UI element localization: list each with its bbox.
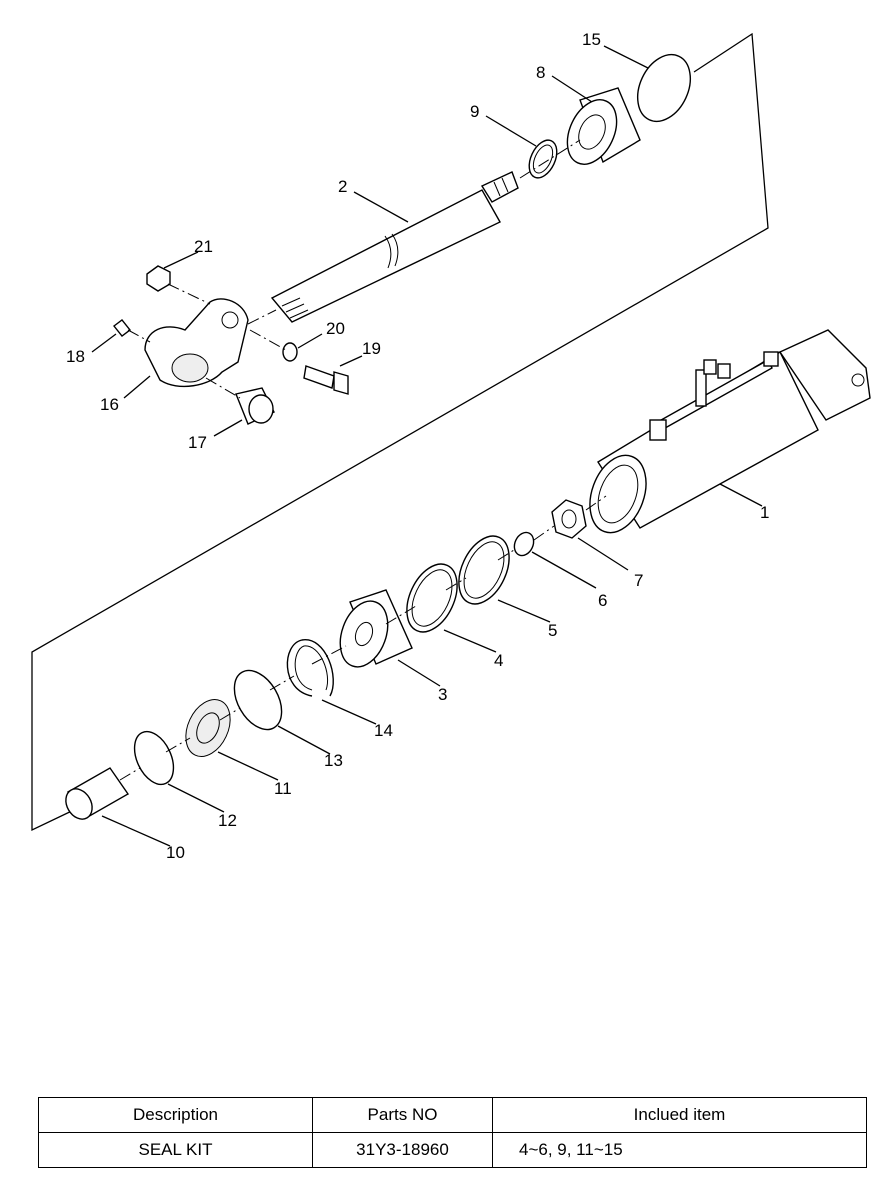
- label-17: 17: [188, 433, 207, 452]
- label-20: 20: [326, 319, 345, 338]
- part-3-piston: [339, 589, 413, 668]
- assembly-frame: [31, 32, 769, 832]
- callout-labels: 15 8 9 2 21 18 20 19 16 17 1 7 6 5 4 3 1…: [66, 30, 769, 862]
- label-1: 1: [760, 503, 769, 522]
- part-8-gland: [566, 87, 641, 165]
- label-2: 2: [338, 177, 347, 196]
- label-12: 12: [218, 811, 237, 830]
- label-4: 4: [494, 651, 503, 670]
- label-6: 6: [598, 591, 607, 610]
- leader-lines: [91, 45, 763, 847]
- part-7-nut: [551, 499, 587, 539]
- part-16-lever: [144, 298, 249, 388]
- part-20-washer: [282, 342, 298, 362]
- label-19: 19: [362, 339, 381, 358]
- label-21: 21: [194, 237, 213, 256]
- label-13: 13: [324, 751, 343, 770]
- label-9: 9: [470, 102, 479, 121]
- label-7: 7: [634, 571, 643, 590]
- label-10: 10: [166, 843, 185, 862]
- header-description: Description: [38, 1097, 313, 1133]
- label-3: 3: [438, 685, 447, 704]
- part-9-ring: [528, 139, 558, 179]
- label-5: 5: [548, 621, 557, 640]
- exploded-parts-diagram: 15 8 9 2 21 18 20 19 16 17 1 7 6 5 4 3 1…: [31, 30, 871, 862]
- part-21-nut: [146, 265, 171, 292]
- part-11-seal: [185, 699, 231, 757]
- part-18-nipple: [113, 319, 131, 337]
- cell-included-item: 4~6, 9, 11~15: [492, 1132, 867, 1168]
- cell-description: SEAL KIT: [38, 1132, 313, 1168]
- header-parts-no: Parts NO: [312, 1097, 493, 1133]
- part-13-o-ring: [233, 669, 283, 731]
- part-1-cylinder-tube: [589, 329, 871, 534]
- table-row: SEAL KIT 31Y3-18960 4~6, 9, 11~15: [38, 1132, 867, 1168]
- part-4-seal: [406, 563, 458, 633]
- label-14: 14: [374, 721, 393, 740]
- part-12-ring: [133, 730, 175, 786]
- part-19-bolt: [303, 365, 349, 395]
- part-5-wear-ring: [458, 535, 510, 605]
- table-header-row: Description Parts NO Inclued item: [38, 1097, 867, 1133]
- label-8: 8: [536, 63, 545, 82]
- part-2-rod: [270, 171, 519, 323]
- label-15: 15: [582, 30, 601, 49]
- part-15-o-ring: [636, 53, 692, 123]
- label-18: 18: [66, 347, 85, 366]
- part-17-bushing: [235, 387, 275, 425]
- part-6-o-ring: [513, 531, 535, 557]
- header-included-item: Inclued item: [492, 1097, 867, 1133]
- part-14-snap-ring: [286, 639, 334, 697]
- center-lines: [119, 139, 607, 781]
- label-16: 16: [100, 395, 119, 414]
- cell-parts-no: 31Y3-18960: [312, 1132, 493, 1168]
- label-11: 11: [274, 779, 292, 798]
- seal-kit-table: Description Parts NO Inclued item SEAL K…: [38, 1097, 867, 1168]
- part-10-bushing: [65, 767, 130, 820]
